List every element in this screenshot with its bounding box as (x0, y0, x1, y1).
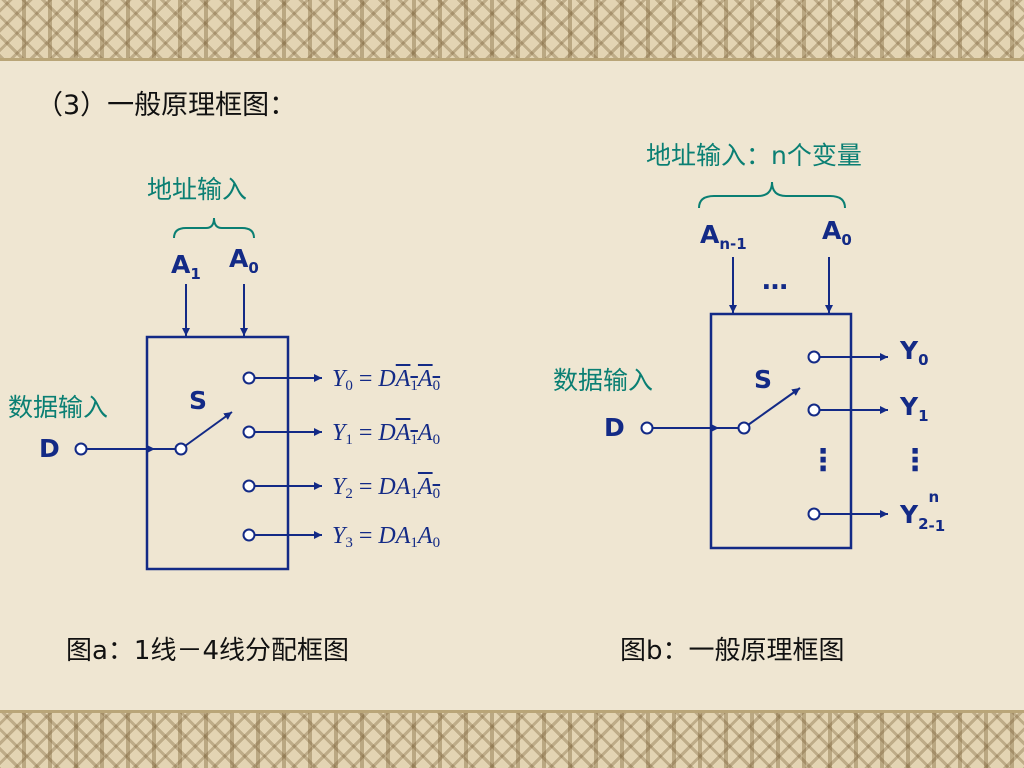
output-y1-label: Y1 (900, 392, 929, 425)
equation-y3: Y3 = DA1A0 (332, 523, 441, 551)
equation-y2: Y2 = DA1A0 (332, 474, 441, 502)
switch-pivot-b (737, 421, 751, 435)
address-brace-a (173, 217, 255, 239)
switch-blade-a (184, 411, 233, 447)
data-input-label-a: 数据输入 (8, 393, 109, 422)
address-input-label-a: 地址输入 (147, 175, 248, 204)
decorative-border-bottom (0, 710, 1024, 768)
output-terminal-a3 (242, 528, 256, 542)
input-ellipsis: … (762, 266, 788, 296)
switch-label-b: S (754, 365, 773, 394)
data-input-d-b: D (604, 413, 625, 442)
input-an1-label: An-1 (700, 220, 747, 253)
distributor-box-a (145, 335, 290, 571)
decorative-border-top (0, 0, 1024, 61)
output-terminal-b1 (807, 403, 821, 417)
input-a0b-label: A0 (822, 216, 852, 249)
input-a1-label: A1 (171, 250, 201, 283)
address-brace-b (698, 181, 846, 209)
switch-label-a: S (189, 386, 208, 415)
output-terminal-blast (807, 507, 821, 521)
input-a0-label: A0 (229, 244, 259, 277)
switch-blade-b (747, 387, 801, 426)
output-ellipsis-inside: ⋮ (808, 443, 838, 478)
switch-pivot-a (174, 442, 188, 456)
output-terminal-b0 (807, 350, 821, 364)
caption-fig-a: 图a：1线－4线分配框图 (66, 636, 350, 666)
data-input-d-a: D (39, 434, 60, 463)
output-terminal-a1 (242, 425, 256, 439)
caption-fig-b: 图b：一般原理框图 (620, 636, 845, 666)
distributor-box-b (709, 312, 853, 550)
equation-y1: Y1 = DA1A0 (332, 420, 441, 448)
address-input-label-b: 地址输入：n个变量 (646, 141, 862, 170)
data-input-terminal-a (74, 442, 88, 456)
output-y0-label: Y0 (900, 336, 929, 369)
equation-y0: Y0 = DA1A0 (332, 366, 441, 394)
section-heading: （3）一般原理框图： (36, 90, 297, 121)
data-input-terminal-b (640, 421, 654, 435)
output-terminal-a0 (242, 371, 256, 385)
data-input-label-b: 数据输入 (553, 366, 654, 395)
output-terminal-a2 (242, 479, 256, 493)
output-ellipsis-outside: ⋮ (900, 443, 930, 478)
